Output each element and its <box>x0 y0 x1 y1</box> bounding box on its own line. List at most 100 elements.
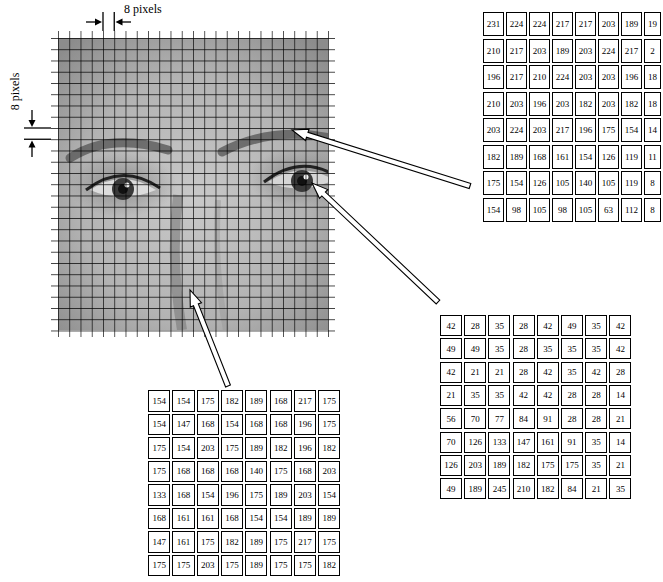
pixel-value-cell: 35 <box>488 338 510 359</box>
pixel-value-cell: 217 <box>506 65 527 89</box>
pixel-value-cell: 98 <box>506 198 527 222</box>
pixel-value-cell: 154 <box>506 171 527 195</box>
pixel-value-cell: 70 <box>464 408 486 429</box>
pixel-value-cell: 77 <box>488 408 510 429</box>
pixel-value-cell: 189 <box>318 508 340 530</box>
pixel-value-cell: 42 <box>537 315 559 336</box>
pixel-value-cell: 182 <box>513 455 535 476</box>
pixel-value-cell: 21 <box>440 385 462 406</box>
pixel-value-cell: 189 <box>245 531 267 553</box>
pixel-value-cell: 196 <box>575 118 596 142</box>
pixel-value-cell: 168 <box>197 461 219 483</box>
pixel-value-cell: 14 <box>609 432 631 453</box>
pixel-value-cell: 203 <box>318 461 340 483</box>
pixel-value-cell: 42 <box>585 362 607 383</box>
pixel-value-cell: 168 <box>197 414 219 436</box>
pixel-value-cell: 168 <box>270 414 292 436</box>
pixel-value-cell: 14 <box>644 118 661 142</box>
pixel-value-cell: 91 <box>537 408 559 429</box>
pixel-value-cell: 175 <box>483 171 504 195</box>
pixel-value-cell: 35 <box>585 315 607 336</box>
pixel-value-cell: 154 <box>172 437 194 459</box>
pixel-value-cell: 182 <box>318 555 340 577</box>
pixel-value-cell: 217 <box>506 39 527 63</box>
pixel-value-cell: 28 <box>609 362 631 383</box>
pixel-value-cell: 189 <box>245 390 267 412</box>
pixel-value-cell: 175 <box>318 390 340 412</box>
pixel-value-cell: 98 <box>552 198 573 222</box>
pixel-value-cell: 154 <box>483 198 504 222</box>
pixel-value-cell: 147 <box>172 414 194 436</box>
pixel-value-cell: 49 <box>561 315 583 336</box>
pixel-value-cell: 42 <box>537 362 559 383</box>
pixel-value-cell: 224 <box>552 65 573 89</box>
pixel-value-cell: 224 <box>506 12 527 36</box>
pixel-value-cell: 224 <box>506 118 527 142</box>
pixel-value-cell: 175 <box>294 555 316 577</box>
dimension-label: 8 pixels <box>8 55 23 129</box>
pixel-value-cell: 189 <box>294 508 316 530</box>
pixel-value-cell: 42 <box>440 315 462 336</box>
pixel-value-cell: 154 <box>148 390 170 412</box>
pixel-value-cell: 210 <box>513 478 535 499</box>
pixel-value-cell: 168 <box>172 461 194 483</box>
pixel-value-cell: 175 <box>172 555 194 577</box>
pixel-value-cell: 28 <box>561 408 583 429</box>
pixel-value-cell: 161 <box>172 508 194 530</box>
pixel-value-cell: 35 <box>585 432 607 453</box>
pixel-value-cell: 189 <box>270 484 292 506</box>
pixel-value-cell: 203 <box>294 484 316 506</box>
pixel-value-cell: 168 <box>148 508 170 530</box>
pixel-value-cell: 168 <box>294 461 316 483</box>
pixel-value-cell: 8 <box>644 171 661 195</box>
pixel-value-cell: 19 <box>644 12 661 36</box>
pixel-value-cell: 147 <box>148 531 170 553</box>
pixel-value-cell: 28 <box>585 385 607 406</box>
pixel-value-cell: 18 <box>644 92 661 116</box>
dimension-marks <box>24 12 131 157</box>
pixel-value-cell: 175 <box>561 455 583 476</box>
pixel-value-cell: 217 <box>621 39 642 63</box>
pixel-value-cell: 126 <box>598 145 619 169</box>
pixel-value-cell: 203 <box>598 92 619 116</box>
pixel-value-cell: 133 <box>488 432 510 453</box>
pixel-value-cell: 203 <box>197 437 219 459</box>
pixel-value-cell: 175 <box>270 555 292 577</box>
pixel-value-cell: 21 <box>609 408 631 429</box>
pixel-value-cell: 203 <box>197 555 219 577</box>
pointer-arrow <box>190 290 230 387</box>
pixel-value-cell: 203 <box>575 39 596 63</box>
pixel-value-cell: 189 <box>621 12 642 36</box>
pixel-value-cell: 196 <box>483 65 504 89</box>
pixel-value-cell: 154 <box>245 508 267 530</box>
pixel-value-cell: 28 <box>513 338 535 359</box>
pixel-value-cell: 217 <box>575 12 596 36</box>
pixel-value-cell: 224 <box>529 12 550 36</box>
pixel-value-cell: 28 <box>464 315 486 336</box>
pixel-value-cell: 35 <box>488 315 510 336</box>
pixel-value-cell: 217 <box>294 531 316 553</box>
pixel-value-cell: 245 <box>488 478 510 499</box>
pixel-value-cell: 175 <box>221 437 243 459</box>
pixel-value-cell: 210 <box>529 65 550 89</box>
pixel-value-cell: 168 <box>245 414 267 436</box>
pixel-value-cell: 18 <box>644 65 661 89</box>
pixel-value-cell: 175 <box>245 484 267 506</box>
pixel-value-cell: 28 <box>561 385 583 406</box>
pixel-value-cell: 182 <box>483 145 504 169</box>
pixel-value-cell: 84 <box>561 478 583 499</box>
pixel-value-cell: 42 <box>513 385 535 406</box>
pixel-value-cell: 119 <box>621 145 642 169</box>
pixel-value-cell: 182 <box>270 437 292 459</box>
pixel-value-cell: 210 <box>483 39 504 63</box>
pointer-arrow <box>312 183 440 304</box>
pixel-value-cell: 175 <box>318 414 340 436</box>
pixel-value-cell: 35 <box>609 478 631 499</box>
pixel-value-cell: 84 <box>513 408 535 429</box>
pixel-value-cell: 11 <box>644 145 661 169</box>
pixel-value-cell: 35 <box>488 385 510 406</box>
pixel-value-cell: 168 <box>221 508 243 530</box>
pixel-value-cell: 35 <box>585 455 607 476</box>
pixel-value-cell: 161 <box>197 508 219 530</box>
